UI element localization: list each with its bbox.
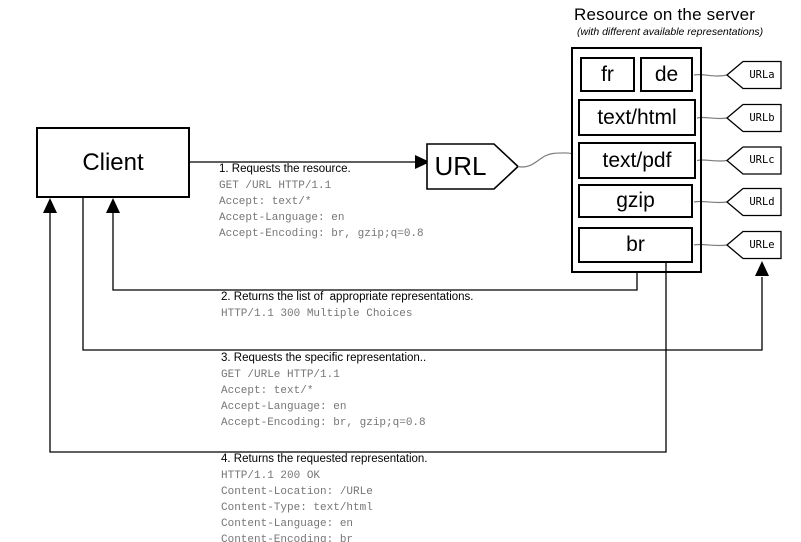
representation-br: br [578,227,693,263]
representation-text-pdf: text/pdf [578,142,696,179]
http-status-line: HTTP/1.1 200 OK [221,470,321,482]
http-header-line: Accept-Encoding: br, gzip;q=0.8 [221,417,426,429]
urlb-tag-shape [725,103,782,133]
server-title: Resource on the server [574,5,756,24]
representation-label: de [654,62,679,86]
representation-label: gzip [616,189,655,212]
step-2-annotation: 2. Returns the list of appropriate repre… [221,291,474,322]
client-node: Client [36,127,190,198]
http-header-line: Accept-Language: en [221,401,347,413]
step-1-title: 1. Requests the resource. [219,163,351,175]
step-4-annotation: 4. Returns the requested representation.… [221,453,428,542]
http-status-line: HTTP/1.1 300 Multiple Choices [221,308,413,320]
http-header-line: Accept: text/* [221,385,314,397]
row1-tag-connector [693,73,728,77]
representation-fr: fr [580,57,635,92]
urld-tag-shape [725,187,782,217]
http-request-line: GET /URL HTTP/1.1 [219,180,332,192]
step2-up-arrow-icon [106,198,120,213]
urlc-tag-shape [725,146,782,175]
representation-gzip: gzip [578,184,693,218]
representation-label: br [626,233,645,256]
urle-tag-shape [725,230,782,260]
representation-label: fr [601,62,614,86]
url-tag-urld: URLd [749,196,775,208]
http-header-line: Content-Encoding: br [221,534,354,542]
http-header-line: Accept-Encoding: br, gzip;q=0.8 [219,228,424,240]
step-2-title: 2. Returns the list of appropriate repre… [221,291,474,303]
step-3-annotation: 3. Requests the specific representation.… [221,352,426,431]
url-node-label: URL [434,151,487,181]
step-3-title: 3. Requests the specific representation.… [221,352,427,364]
url-tag-urlc: URLc [749,154,775,166]
client-label: Client [82,148,144,176]
url-tag-urle: URLe [749,239,775,251]
representation-de: de [640,57,693,92]
row4-tag-connector [693,200,728,204]
http-header-line: Accept: text/* [219,196,312,208]
url-tag-urlb: URLb [749,112,775,124]
step4-up-arrow-icon [43,198,57,213]
step3-request-line [82,198,763,351]
row3-tag-connector [696,159,728,162]
http-header-line: Content-Location: /URLe [221,486,373,498]
http-header-line: Content-Type: text/html [221,502,373,514]
step2-response-line [112,213,638,291]
representation-label: text/html [597,105,677,129]
step3-up-arrow-icon [755,261,769,276]
row2-tag-connector [696,116,728,120]
url-node-shape [426,143,520,190]
step4-response-line [49,213,667,453]
server-subtitle: (with different available representation… [577,26,764,38]
server-resource-box [571,47,702,273]
http-header-line: Accept-Language: en [219,212,345,224]
step1-right-arrow-icon [415,155,430,169]
step-4-title: 4. Returns the requested representation. [221,453,428,465]
representation-text-html: text/html [578,99,696,136]
url-tag-urla: URLa [749,69,775,81]
http-request-line: GET /URLe HTTP/1.1 [221,369,340,381]
http-header-line: Content-Language: en [221,518,354,530]
representation-label: text/pdf [602,148,672,172]
row5-tag-connector [693,243,728,247]
urla-tag-shape [725,60,782,90]
step-1-annotation: 1. Requests the resource. GET /URL HTTP/… [219,163,424,242]
url-to-server-connector [517,152,572,168]
